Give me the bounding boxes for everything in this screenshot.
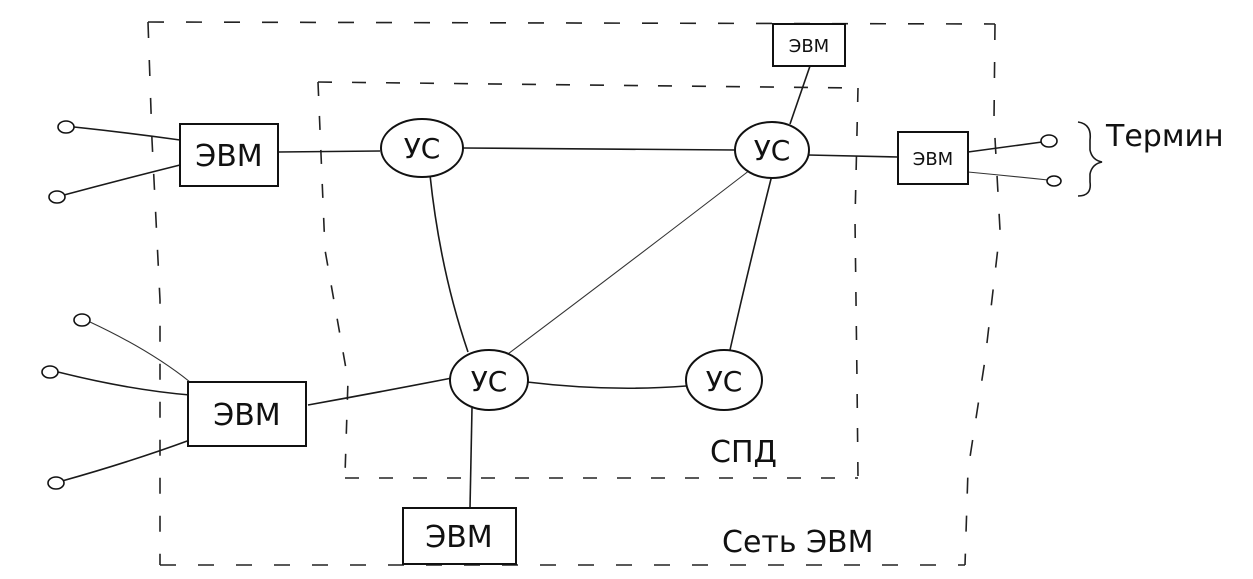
computer-left-top-label: ЭВМ [195,139,262,174]
link-us-top-right-evm-right [807,154,899,158]
computer-bottom: ЭВМ [402,507,517,565]
terminal-dot-5 [47,476,65,490]
link-evm-left-bottom-us-bottom-left [307,377,453,406]
terminal-dot-7 [1046,175,1062,187]
terminal-dot-2 [48,190,66,204]
switch-node-top-right-label: УС [754,134,791,167]
link-us-top-right-evm-top [789,65,811,125]
computer-left-bottom-label: ЭВМ [213,398,280,433]
link-terminal-3 [89,321,191,383]
terminal-dot-1 [57,120,75,134]
link-us-top-left-us-bottom-left [429,174,469,353]
switch-node-top-left: УС [380,118,464,178]
terminals-label: Термин [1105,119,1224,154]
computer-top-label: ЭВМ [789,36,829,57]
link-us-top-right-us-bottom-right [729,174,773,351]
link-us-bottom-left-us-bottom-right [526,381,687,390]
link-terminal-7 [967,171,1049,181]
computer-left-top: ЭВМ [179,123,279,187]
link-terminal-1 [73,126,181,141]
switch-node-bottom-right: УС [685,349,763,411]
terminal-dot-3 [73,313,91,327]
switch-node-bottom-left-label: УС [471,365,508,398]
computer-bottom-label: ЭВМ [425,520,492,555]
switch-node-top-left-label: УС [404,132,441,165]
computer-right-label: ЭВМ [913,149,953,170]
switch-node-bottom-left: УС [449,349,529,411]
switch-node-bottom-right-label: УС [706,365,743,398]
link-terminal-2 [63,164,181,196]
link-terminal-4 [57,371,191,396]
link-us-top-right-us-bottom-left [499,169,751,361]
terminal-dot-6 [1040,134,1058,148]
data-network-label: СПД [710,435,777,470]
computer-network-boundary [147,21,1001,566]
link-us-bottom-left-evm-bottom [469,407,473,509]
terminals [41,120,1062,490]
computer-right: ЭВМ [897,131,969,185]
computer-top: ЭВМ [772,23,846,67]
link-us-top-left-us-top-right [462,147,737,151]
link-terminal-5 [61,439,191,482]
link-evm-left-top-us-top-left [277,150,381,153]
computer-left-bottom: ЭВМ [187,381,307,447]
connections [57,65,1049,509]
data-network-boundary [317,81,859,479]
terminals-label-group: Термин [1077,119,1224,197]
link-terminal-6 [967,141,1043,153]
computers: ЭВМ ЭВМ ЭВМ ЭВМ ЭВМ [179,23,969,565]
computer-network-label: Сеть ЭВМ [722,525,874,560]
terminals-brace [1077,121,1103,197]
switch-node-top-right: УС [734,121,810,179]
switching-nodes: УС УС УС УС [380,118,810,411]
terminal-dot-4 [41,365,59,379]
